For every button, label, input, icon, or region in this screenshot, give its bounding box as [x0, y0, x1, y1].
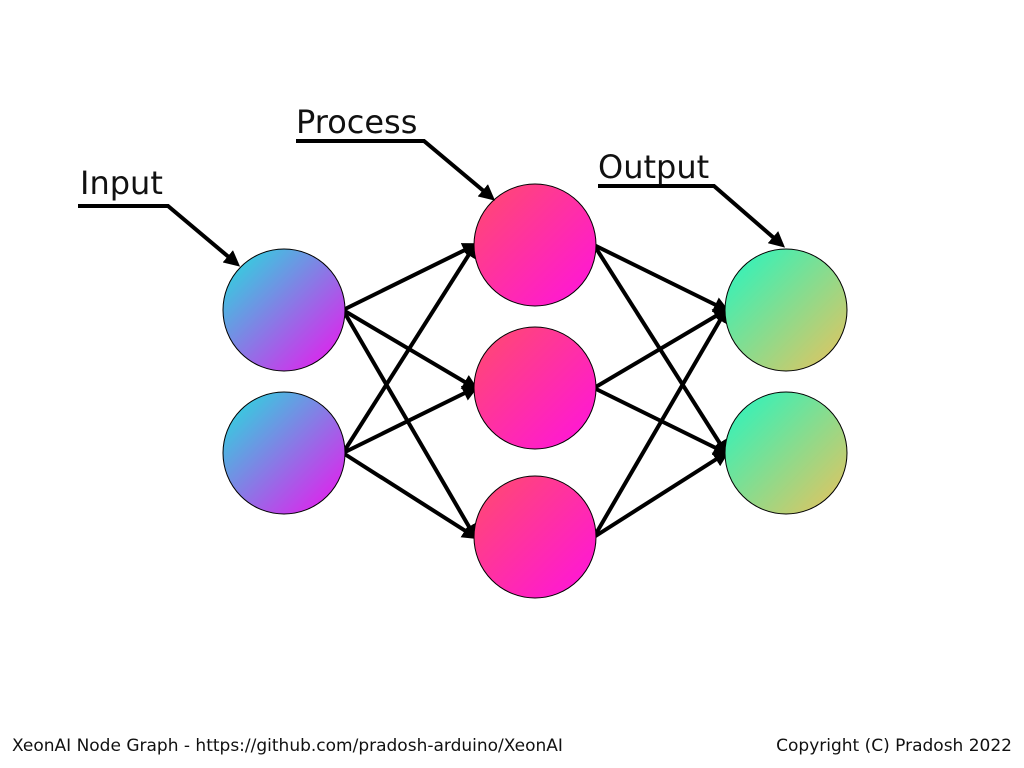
edge-process-2-to-output-1	[592, 307, 730, 390]
edge-input-2-to-process-3	[341, 451, 479, 540]
edge-input-1-to-process-1	[342, 243, 479, 312]
input-node-1	[222, 248, 346, 372]
input-label-pointer	[78, 204, 241, 267]
process-node-1	[473, 183, 597, 307]
input-node-2	[222, 391, 346, 515]
annotation-output: Output	[598, 148, 786, 248]
edge-process-3-to-output-1	[592, 306, 729, 539]
edge-input-1-to-process-3	[341, 308, 478, 541]
annotation-input: Input	[78, 164, 241, 267]
edge-process-1-to-output-1	[593, 243, 730, 312]
edge-input-2-to-process-2	[342, 386, 479, 455]
edge-input-2-to-process-1	[341, 241, 478, 455]
output-label: Output	[598, 148, 709, 186]
process-label: Process	[296, 103, 417, 141]
footer-copyright: Copyright (C) Pradosh 2022	[776, 736, 1012, 756]
input-label: Input	[80, 164, 163, 202]
edge-process-3-to-output-2	[592, 450, 730, 539]
connections-group	[341, 241, 730, 541]
output-node-2	[724, 391, 848, 515]
annotation-process: Process	[296, 103, 496, 201]
output-label-pointer	[598, 184, 786, 248]
output-node-1	[724, 248, 848, 372]
footer-attribution: XeonAI Node Graph - https://github.com/p…	[12, 736, 563, 756]
process-label-pointer	[296, 139, 496, 201]
process-node-2	[473, 326, 597, 450]
process-node-3	[473, 475, 597, 599]
nodes-group	[222, 183, 848, 599]
